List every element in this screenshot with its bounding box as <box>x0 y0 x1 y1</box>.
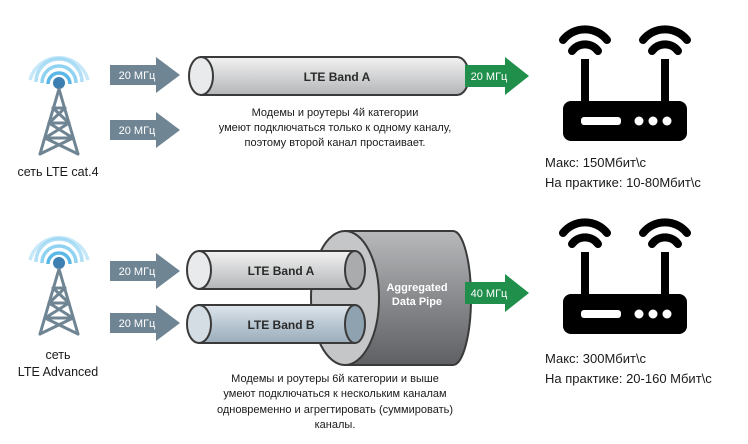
input-arrow-bottom-2-label: 20 МГц <box>119 318 156 330</box>
pipe-label-band-b-bottom: LTE Band B <box>247 318 314 332</box>
output-arrow-bottom: 40 МГц <box>465 274 529 312</box>
output-arrow-top: 20 МГц <box>465 57 529 95</box>
input-arrow-top-2: 20 МГц <box>110 112 180 148</box>
aggregated-label-line-2: Data Pipe <box>392 296 442 308</box>
input-arrow-top-1-label: 20 МГц <box>119 70 156 82</box>
caption-top: Модемы и роутеры 4й категории умеют подк… <box>195 106 475 151</box>
aggregated-label-line-1: Aggregated <box>386 282 447 294</box>
speed-info-top: Макс: 150Мбит\с На практике: 10-80Мбит\с <box>545 153 701 193</box>
speed-practice-bottom: На практике: 20-160 Мбит\с <box>545 371 712 386</box>
pipe-lte-band-a-top: LTE Band A <box>188 56 470 96</box>
caption-bottom-line-2: умеют подключаться к нескольким каналам <box>223 388 447 401</box>
speed-practice-top: На практике: 10-80Мбит\с <box>545 175 701 190</box>
caption-bottom-line-4: каналы. <box>314 419 356 432</box>
cell-tower-icon <box>28 55 90 156</box>
caption-bottom-line-3: одновременно и агрегтировать (суммироват… <box>216 403 454 416</box>
input-arrow-bottom-2: 20 МГц <box>110 305 180 341</box>
input-arrow-bottom-1: 20 МГц <box>110 253 180 289</box>
network-label-advanced-line-2: LTE Advanced <box>17 364 99 379</box>
speed-max-bottom: Макс: 300Мбит\с <box>545 351 647 366</box>
aggregated-data-pipe: LTE Band A LTE Band B Aggregated Data Pi… <box>186 230 472 366</box>
speed-max-top: Макс: 150Мбит\с <box>545 155 647 170</box>
router-icon-top <box>559 25 691 141</box>
caption-top-line-2: умеют подключаться только к одному канал… <box>218 121 452 134</box>
network-label-advanced-line-1: сеть <box>45 348 71 362</box>
router-icon-bottom <box>559 218 691 334</box>
caption-top-line-1: Модемы и роутеры 4й категории <box>251 107 419 119</box>
caption-top-line-3: поэтому второй канал простаивает. <box>244 136 426 149</box>
pipe-label-band-a-top: LTE Band A <box>304 70 371 84</box>
input-arrow-bottom-1-label: 20 МГц <box>119 266 156 278</box>
output-arrow-bottom-label: 40 МГц <box>471 288 508 300</box>
speed-info-bottom: Макс: 300Мбит\с На практике: 20-160 Мбит… <box>545 349 712 389</box>
network-label-cat4: сеть LTE cat.4 <box>17 165 99 179</box>
input-arrow-top-2-label: 20 МГц <box>119 125 156 137</box>
caption-bottom-line-1: Модемы и роутеры 6й категории и выше <box>231 373 439 385</box>
pipe-label-band-a-bottom: LTE Band A <box>248 264 315 278</box>
network-label-advanced: сеть LTE Advanced <box>0 347 116 381</box>
input-arrow-top-1: 20 МГц <box>110 57 180 93</box>
output-arrow-top-label: 20 МГц <box>471 71 508 83</box>
cell-tower-advanced-icon <box>28 235 90 336</box>
caption-bottom: Модемы и роутеры 6й категории и выше уме… <box>200 372 470 434</box>
